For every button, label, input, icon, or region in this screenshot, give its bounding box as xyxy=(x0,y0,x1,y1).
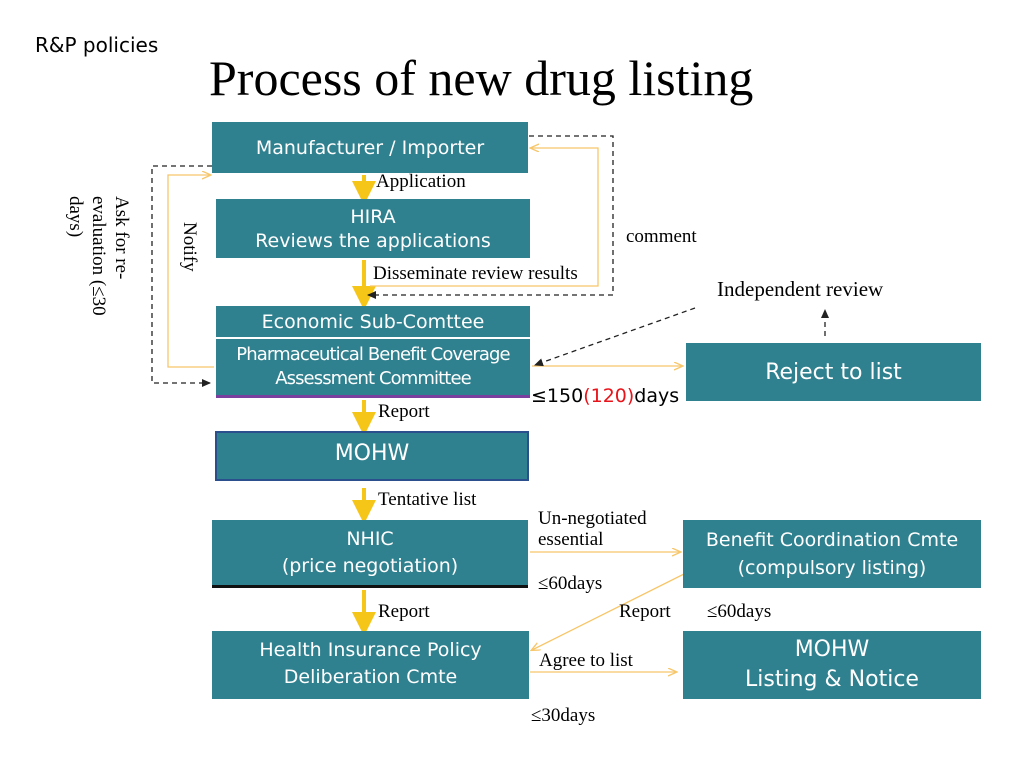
notify-loop xyxy=(167,175,214,368)
manufacturer-label: Manufacturer / Importer xyxy=(255,136,485,159)
label-report-1: Report xyxy=(378,401,430,422)
nhic-box: NHIC (price negotiation) xyxy=(212,520,528,588)
comment-loop xyxy=(370,148,599,287)
days-150-prefix: ≤150 xyxy=(531,385,584,407)
label-days-60a: ≤60days xyxy=(538,573,603,594)
mohw-listing-line2: Listing & Notice xyxy=(745,667,919,692)
benefit-coordination-box: Benefit Coordination Cmte (compulsory li… xyxy=(683,520,981,588)
label-tentative: Tentative list xyxy=(378,489,477,510)
mohw-listing-line1: MOHW xyxy=(794,637,870,662)
mohw-box: MOHW xyxy=(215,431,529,481)
hira-subtitle: Reviews the applications xyxy=(255,229,491,252)
label-days-30: ≤30days xyxy=(531,705,596,726)
ask-line2: evaluation (≤30 xyxy=(88,196,109,316)
hira-title: HIRA xyxy=(350,205,396,228)
manufacturer-box: Manufacturer / Importer xyxy=(212,122,528,173)
label-application: Application xyxy=(376,171,466,192)
label-disseminate: Disseminate review results xyxy=(373,263,578,284)
label-report-3: Report xyxy=(619,601,671,622)
benefit-line1: Benefit Coordination Cmte xyxy=(705,529,959,551)
pbcac-line1: Pharmaceutical Benefit Coverage xyxy=(236,344,510,365)
independent-review-arrow xyxy=(534,307,696,367)
economic-label: Economic Sub-Comttee xyxy=(261,310,485,333)
hipdc-box: Health Insurance Policy Deliberation Cmt… xyxy=(212,631,529,699)
reject-label: Reject to list xyxy=(765,359,902,385)
unnegotiated-line2: essential xyxy=(538,529,604,550)
label-independent-review: Independent review xyxy=(717,277,884,301)
nhic-subtitle: (price negotiation) xyxy=(281,555,459,577)
pbcac-line2: Assessment Committee xyxy=(275,368,472,389)
label-days-60b: ≤60days xyxy=(707,601,772,622)
label-unnegotiated: Un-negotiated essential xyxy=(538,508,647,550)
arrow-benefit-report xyxy=(532,573,685,650)
label-agree: Agree to list xyxy=(539,650,633,671)
reevaluation-loop xyxy=(151,165,212,387)
page-title: Process of new drug listing xyxy=(209,50,754,106)
benefit-line2: (compulsory listing) xyxy=(737,557,927,579)
label-report-2: Report xyxy=(378,601,430,622)
reject-box: Reject to list xyxy=(686,343,981,401)
economic-subcommittee-box: Economic Sub-Comttee xyxy=(216,306,530,337)
label-comment: comment xyxy=(626,226,697,247)
label-days-150: ≤150(120)days xyxy=(531,385,679,407)
ask-line1: Ask for re- xyxy=(111,196,132,280)
mohw-label: MOHW xyxy=(334,441,410,466)
ask-line3: days) xyxy=(65,196,86,238)
section-label: R&P policies xyxy=(35,33,159,57)
hipdc-line1: Health Insurance Policy xyxy=(259,639,482,661)
pbcac-box: Pharmaceutical Benefit Coverage Assessme… xyxy=(216,339,530,398)
hira-box: HIRA Reviews the applications xyxy=(216,199,530,258)
hipdc-line2: Deliberation Cmte xyxy=(283,666,458,688)
label-ask-reevaluation: Ask for re- evaluation (≤30 days) xyxy=(64,196,133,346)
nhic-title: NHIC xyxy=(346,528,394,550)
unnegotiated-line1: Un-negotiated xyxy=(538,508,647,529)
mohw-listing-box: MOHW Listing & Notice xyxy=(683,631,981,699)
days-150-red: (120) xyxy=(583,385,635,407)
days-150-suffix: days xyxy=(634,385,680,407)
label-notify: Notify xyxy=(179,222,200,272)
dashed-review-loop xyxy=(367,135,614,299)
